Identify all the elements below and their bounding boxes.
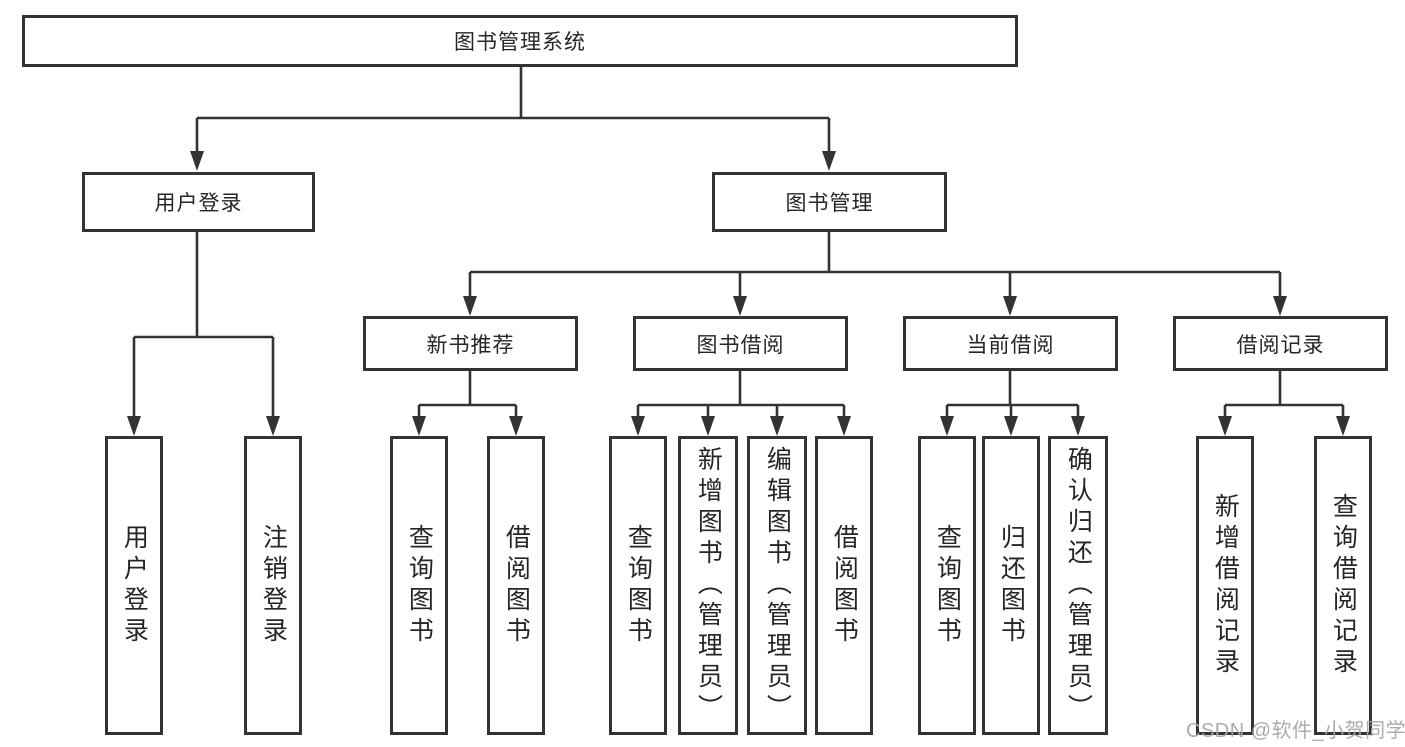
leaf-return-books: 归还图书 [982,436,1040,735]
leaf-query-books-current: 查询图书 [918,436,976,735]
leaf-logout: 注销登录 [244,436,302,735]
leaf-borrow-books-borrowing: 借阅图书 [815,436,873,735]
leaf-user-login: 用户登录 [105,436,163,735]
watermark-text: CSDN @软件_小贺同学 [1186,720,1405,742]
leaf-edit-books-admin: 编辑图书（管理员） [747,436,807,735]
leaf-query-books-recommend: 查询图书 [390,436,448,735]
arrowheads [127,151,1350,436]
node-library-system: 图书管理系统 [22,15,1018,67]
leaf-add-borrow-record: 新增借阅记录 [1196,436,1254,735]
leaf-add-books-admin: 新增图书（管理员） [678,436,738,735]
connector-lines [132,67,1345,419]
node-book-management: 图书管理 [712,172,947,232]
node-current-borrowing: 当前借阅 [903,316,1118,371]
leaf-query-borrow-record: 查询借阅记录 [1314,436,1372,735]
leaf-borrow-books-recommend: 借阅图书 [487,436,545,735]
leaf-confirm-return-admin: 确认归还（管理员） [1048,436,1108,735]
node-user-login: 用户登录 [82,172,315,232]
node-book-borrowing: 图书借阅 [633,316,848,371]
node-new-book-recommend: 新书推荐 [363,316,578,371]
leaf-query-books-borrowing: 查询图书 [609,436,667,735]
node-borrow-records: 借阅记录 [1173,316,1388,371]
